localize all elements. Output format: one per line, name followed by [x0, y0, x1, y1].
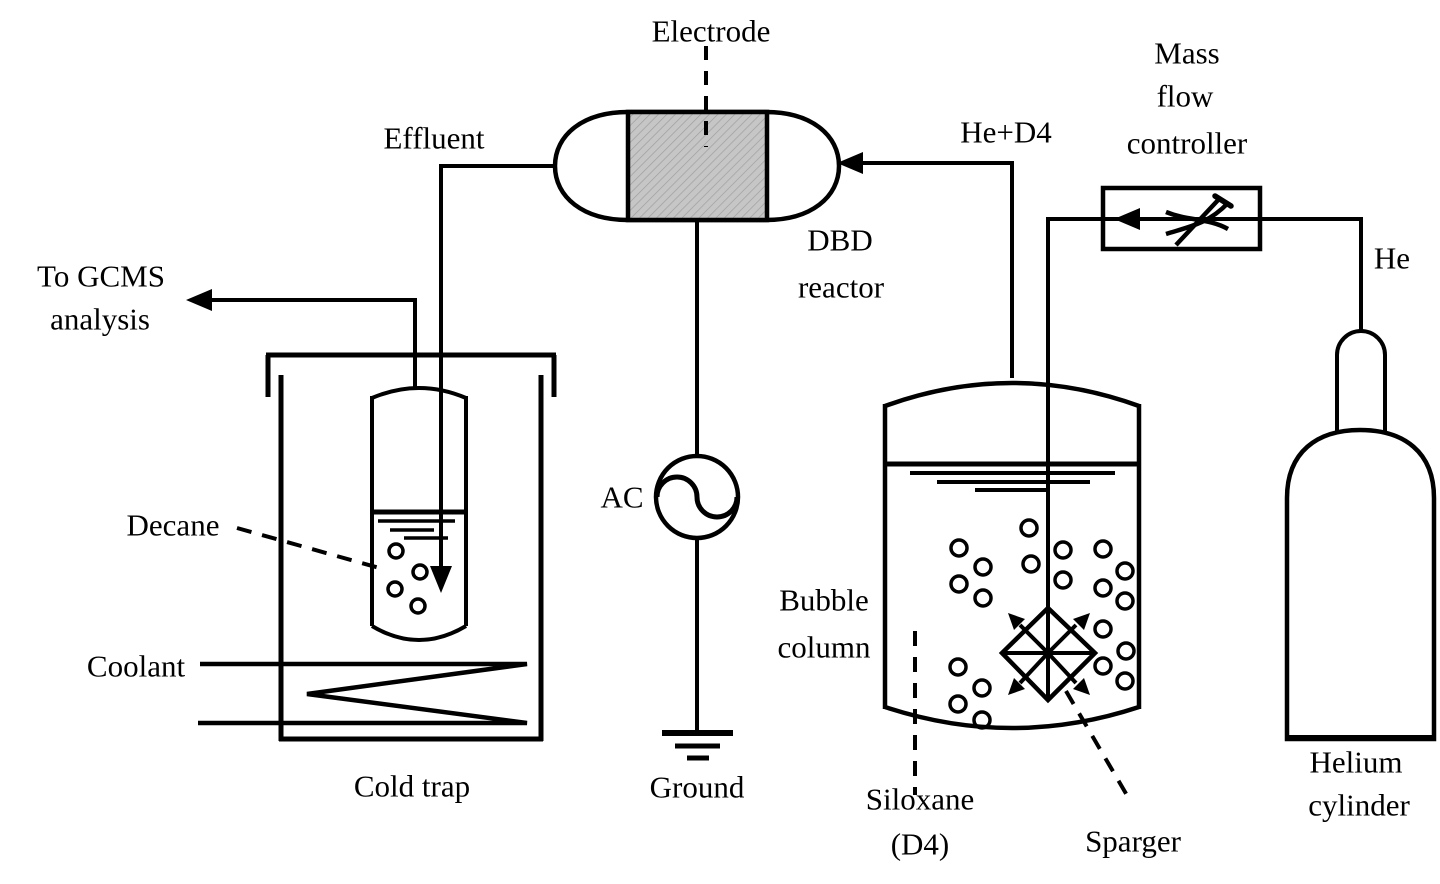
effluent-label: Effluent: [383, 120, 485, 156]
bubble: [1021, 554, 1041, 574]
cold-trap-label: Cold trap: [353, 768, 471, 804]
decane-pointer-dashed-line: [236, 526, 384, 571]
sparger-arrow-shaft: [1046, 651, 1078, 685]
gcms-line: [186, 289, 417, 390]
sparger-arrow-shaft: [1018, 623, 1050, 655]
decane-label: Decane: [126, 507, 220, 543]
dbd-reactor-label-line-2: reactor: [797, 269, 885, 305]
mfc-left-arrowhead-icon: [1114, 208, 1140, 230]
bubble: [1093, 656, 1113, 676]
helium-cylinder-label-line-1: Helium: [1309, 744, 1403, 780]
gcms-label-line-2: analysis: [50, 301, 150, 337]
bubble: [1115, 671, 1135, 691]
cylinder-body: [1284, 427, 1437, 742]
sparger-arrowhead-icon: [1008, 613, 1025, 630]
ac-label: AC: [600, 479, 644, 515]
gcms-left-arrowhead-icon: [186, 289, 212, 311]
column-bubbles: [948, 518, 1136, 730]
siloxane-label-line-1: Siloxane: [865, 781, 975, 817]
ac-power: [653, 220, 741, 761]
valve-flag: [1212, 193, 1234, 209]
dbd-reactor: [552, 46, 842, 223]
coolant-coil: [198, 661, 528, 726]
bubble: [1053, 570, 1073, 590]
bubble: [1053, 540, 1073, 560]
bubble-column-label-line-2: column: [777, 629, 871, 665]
bubble-column-label-line-1: Bubble: [779, 582, 869, 618]
sine-wave-icon: [654, 474, 740, 520]
bubble: [1115, 591, 1135, 611]
bubble: [973, 588, 993, 608]
effluent-down-arrowhead-icon: [430, 566, 452, 593]
bubble: [1093, 539, 1113, 559]
coolant-label: Coolant: [86, 648, 186, 684]
helium-cylinder-label-line-2: cylinder: [1308, 787, 1410, 823]
bubble: [972, 710, 992, 730]
decane-test-tube: [370, 386, 468, 642]
helium-cylinder: [1284, 329, 1437, 742]
mfc-label-line-1: Mass: [1154, 35, 1220, 71]
sparger-arrow-shaft: [1046, 623, 1078, 655]
mfc-box: [1100, 185, 1263, 252]
sparger-label: Sparger: [1085, 823, 1181, 859]
electrode-label: Electrode: [651, 13, 771, 49]
cylinder-neck: [1335, 329, 1387, 432]
sparger-arrowhead-icon: [1073, 678, 1090, 695]
mfc-valve-icon: [1165, 193, 1234, 247]
gcms-pipe: [210, 298, 417, 390]
he-d4-line: [837, 152, 1014, 378]
bubble: [949, 574, 969, 594]
bubble: [411, 563, 429, 581]
mfc-label-line-2: flow: [1156, 78, 1214, 114]
tube-mouth: [371, 386, 467, 400]
he-d4-left-arrowhead-icon: [837, 152, 863, 174]
bubble: [1093, 619, 1113, 639]
he-d4-pipe: [861, 161, 1014, 378]
valve-stem: [1174, 196, 1222, 247]
dbd-reactor-label-line-1: DBD: [807, 222, 873, 258]
he-label: He: [1373, 240, 1411, 276]
mass-flow-controller: [1100, 185, 1263, 252]
electrode-hatch: [628, 112, 767, 220]
column-dome: [884, 380, 1140, 409]
bubble-column: [882, 380, 1142, 799]
sparger-arrowhead-icon: [1073, 613, 1090, 630]
ground-label: Ground: [649, 769, 745, 805]
sparger-arrow-shaft: [1018, 651, 1050, 685]
tube-bottom: [370, 624, 468, 642]
cold-trap: [198, 352, 557, 742]
bubble: [948, 657, 968, 677]
bubble: [1019, 518, 1039, 538]
bubble: [973, 557, 993, 577]
bubble: [1115, 561, 1135, 581]
bubble: [972, 678, 992, 698]
sparger-diamond: [998, 604, 1099, 704]
siloxane-label-line-2: (D4): [890, 826, 950, 862]
column-bottom: [884, 704, 1140, 731]
gcms-label-line-1: To GCMS: [37, 258, 165, 294]
sparger-arrowhead-icon: [1008, 678, 1025, 695]
sparger-icon: [998, 604, 1099, 704]
he-d4-label: He+D4: [960, 114, 1052, 150]
bubble: [386, 580, 404, 598]
ground-icon: [662, 730, 733, 761]
bubble: [1116, 641, 1136, 661]
mfc-label-line-3: controller: [1126, 125, 1248, 161]
sparger-pointer-dashed-line: [1064, 689, 1130, 799]
bubble: [387, 542, 405, 560]
effluent-line: [430, 164, 555, 593]
bubble: [948, 694, 968, 714]
bubble: [1093, 578, 1113, 598]
effluent-pipe: [439, 164, 555, 568]
bubble: [949, 538, 969, 558]
bubble: [409, 597, 427, 615]
